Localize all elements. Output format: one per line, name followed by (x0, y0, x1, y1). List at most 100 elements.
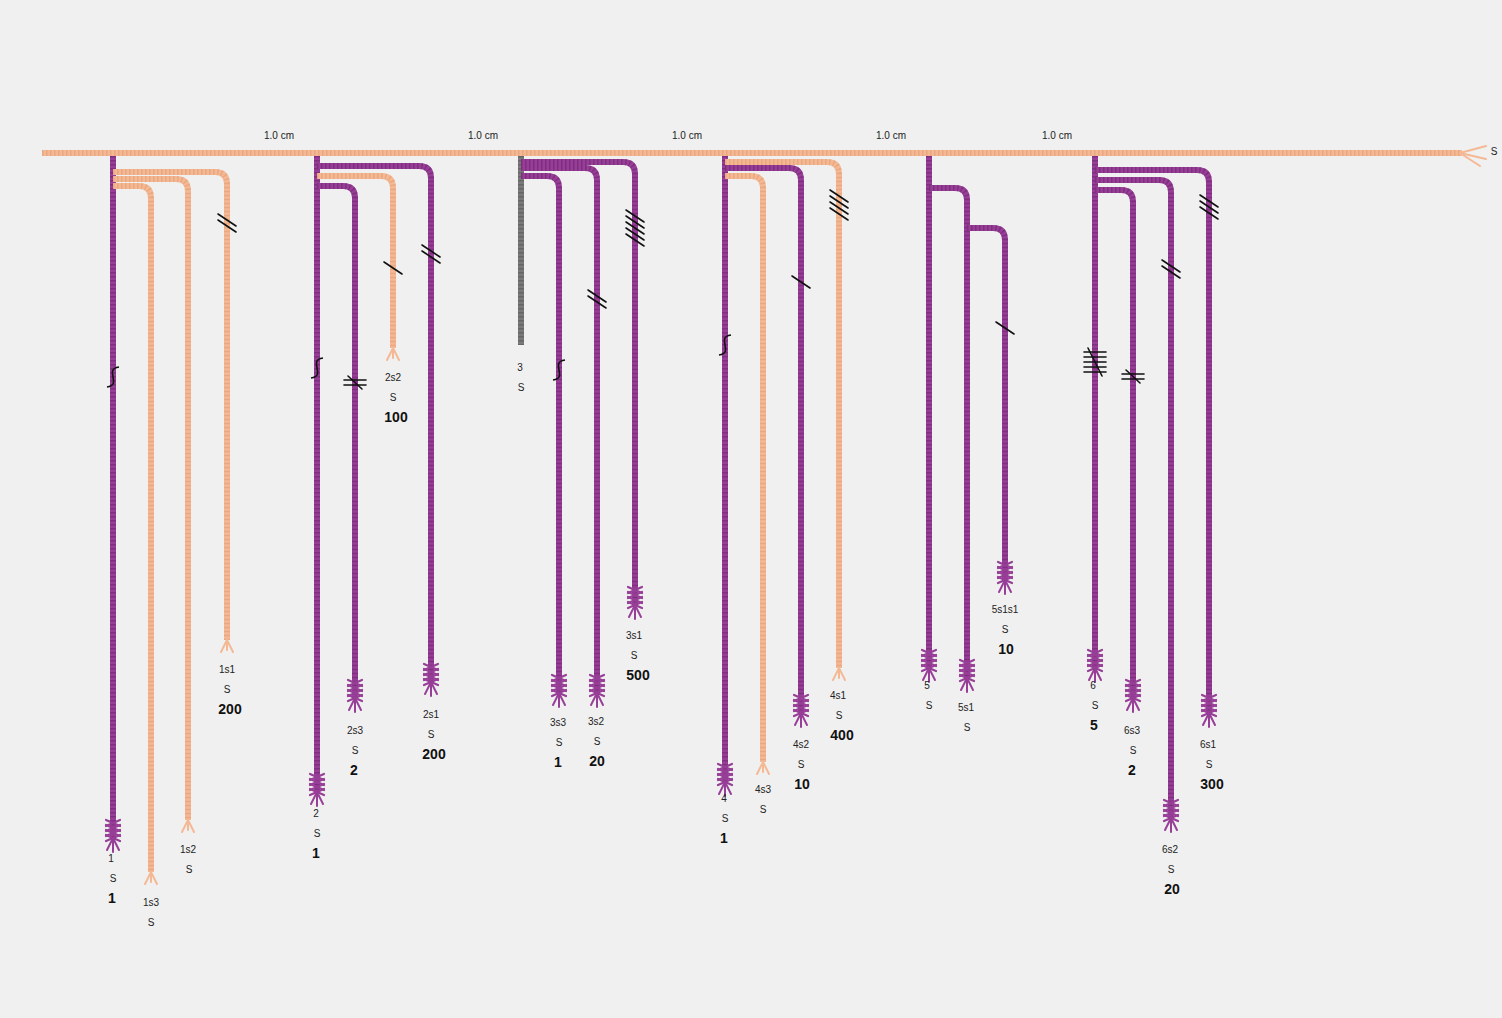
cord-label: 3s1 (626, 631, 642, 641)
subsidiary-cord-body (317, 176, 393, 348)
subsidiary-cord-body (1095, 190, 1133, 698)
cord-fray (597, 693, 603, 705)
pendant-cord-twist (110, 156, 116, 838)
single-knot (1162, 266, 1180, 278)
cord-fray (1095, 668, 1101, 680)
subsidiary-cord-twist (317, 176, 393, 348)
cord-label: 2 (313, 809, 319, 819)
subsidiary-cord (725, 162, 839, 668)
primary-cord-twist (42, 150, 1462, 156)
single-knot (830, 208, 848, 220)
knot-value: 100 (384, 410, 407, 424)
long-knot (1126, 370, 1140, 383)
cord-label: 4s2 (793, 740, 809, 750)
single-knot (588, 290, 606, 302)
figure-eight-knot (311, 358, 323, 378)
cord-label: S (964, 723, 971, 733)
cord-fray (801, 713, 807, 725)
single-knot (830, 190, 848, 202)
subsidiary-cord-body (113, 186, 151, 872)
subsidiary-cord-body (521, 168, 597, 693)
cord-fray (317, 792, 323, 804)
subsidiary-cord-body (317, 166, 431, 682)
long-knot (1122, 373, 1144, 375)
cord-label: S (836, 711, 843, 721)
figure-eight-knot (107, 367, 119, 387)
single-knot (626, 228, 644, 240)
cord-label: S (1168, 865, 1175, 875)
cord-label: 1 (108, 854, 114, 864)
cord-label: S (1002, 625, 1009, 635)
cord-fray (757, 762, 763, 774)
single-knot (588, 296, 606, 308)
knot-value: 20 (589, 754, 605, 768)
cord-fray (113, 838, 119, 850)
cord-fray (1171, 818, 1177, 830)
subsidiary-cord (1095, 170, 1209, 713)
long-knot (344, 384, 366, 386)
cord-fray (1460, 153, 1480, 166)
cord-label: 3 (517, 363, 523, 373)
subsidiary-cord-body (725, 176, 763, 762)
cord-fray (227, 640, 233, 652)
single-knot (1162, 260, 1180, 272)
subsidiary-cord-twist (1095, 180, 1171, 818)
subsidiary-cord-body (967, 228, 1005, 580)
pendant-cord-body (722, 156, 728, 782)
subsidiary-cord-body (725, 162, 839, 668)
pendant-cord-twist (314, 156, 320, 792)
knot-value: 1 (108, 891, 116, 905)
cord-label: S (518, 383, 525, 393)
subsidiary-cord-twist (521, 168, 597, 693)
cord-fray (833, 668, 839, 680)
pendant-cord (317, 156, 318, 792)
primary-cord-body (42, 150, 1462, 156)
cord-label: S (314, 829, 321, 839)
cord-label: 1s1 (219, 665, 235, 675)
pendant-cord-twist (722, 156, 728, 782)
subsidiary-cord-twist (521, 176, 559, 693)
subsidiary-cord (1095, 190, 1133, 698)
cord-fray (725, 782, 731, 794)
cord-label: S (428, 730, 435, 740)
pendant-cord-body (110, 156, 116, 838)
cord-fray (763, 762, 769, 774)
single-knot (218, 214, 236, 226)
measure-label: S (1491, 147, 1498, 157)
cord-fray (1209, 713, 1215, 725)
cord-label: 4s1 (830, 691, 846, 701)
knot-value: 200 (422, 747, 445, 761)
long-knot (1122, 378, 1144, 380)
cord-label: 4 (721, 794, 727, 804)
cord-label: 5s1s1 (992, 605, 1019, 615)
pendant-cord-twist (926, 156, 932, 668)
pendant-cord-body (314, 156, 320, 792)
subsidiary-cord-twist (317, 166, 431, 682)
knot-value: 2 (1128, 763, 1136, 777)
cord-fray (929, 668, 935, 680)
cord-label: 3s3 (550, 718, 566, 728)
cord-fray (387, 348, 393, 360)
cord-fray (393, 348, 399, 360)
cord-fray (145, 872, 151, 884)
single-knot (384, 262, 402, 274)
subsidiary-cord (725, 176, 763, 762)
cord-label: S (110, 874, 117, 884)
subsidiary-cord (1095, 180, 1171, 818)
knot-value: 1 (720, 831, 728, 845)
subsidiary-cord (521, 176, 559, 693)
cord-label: S (352, 746, 359, 756)
subsidiary-cord-body (521, 162, 635, 605)
single-knot (422, 245, 440, 257)
cord-label: 5 (924, 681, 930, 691)
subsidiary-cord-body (1095, 170, 1209, 713)
cord-label: S (926, 701, 933, 711)
cord-fray (1133, 698, 1139, 710)
cord-label: S (1206, 760, 1213, 770)
knot-value: 500 (626, 668, 649, 682)
single-knot (626, 216, 644, 228)
cord-label: 6 (1090, 681, 1096, 691)
cord-fray (151, 872, 157, 884)
cord-label: 3s2 (588, 717, 604, 727)
single-knot (1200, 201, 1218, 213)
